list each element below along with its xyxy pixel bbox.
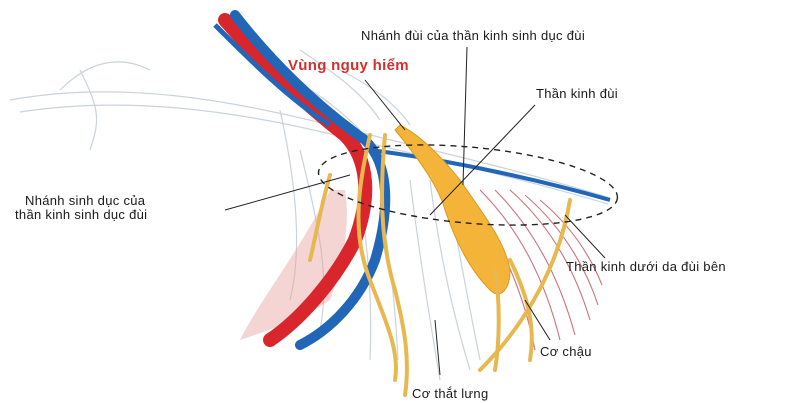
label-genitofemoral-genital-branch-2: thần kinh sinh dục đùi [15, 207, 147, 222]
ligament-vein [370, 150, 610, 200]
label-danger-zone: Vùng nguy hiểm [288, 58, 409, 73]
label-genitofemoral-femoral-branch: Nhánh đùi của thần kinh sinh dục đùi [361, 28, 585, 43]
label-genitofemoral-genital-branch-1: Nhánh sinh dục của [25, 193, 145, 208]
label-iliacus-muscle: Cơ chậu [540, 344, 592, 359]
label-psoas-muscle: Cơ thắt lưng [412, 386, 488, 401]
femoral-nerve [395, 125, 510, 294]
label-lateral-femoral-cutaneous-nerve: Thần kinh dưới da đùi bên [566, 259, 726, 274]
label-femoral-nerve: Thần kinh đùi [536, 86, 618, 101]
